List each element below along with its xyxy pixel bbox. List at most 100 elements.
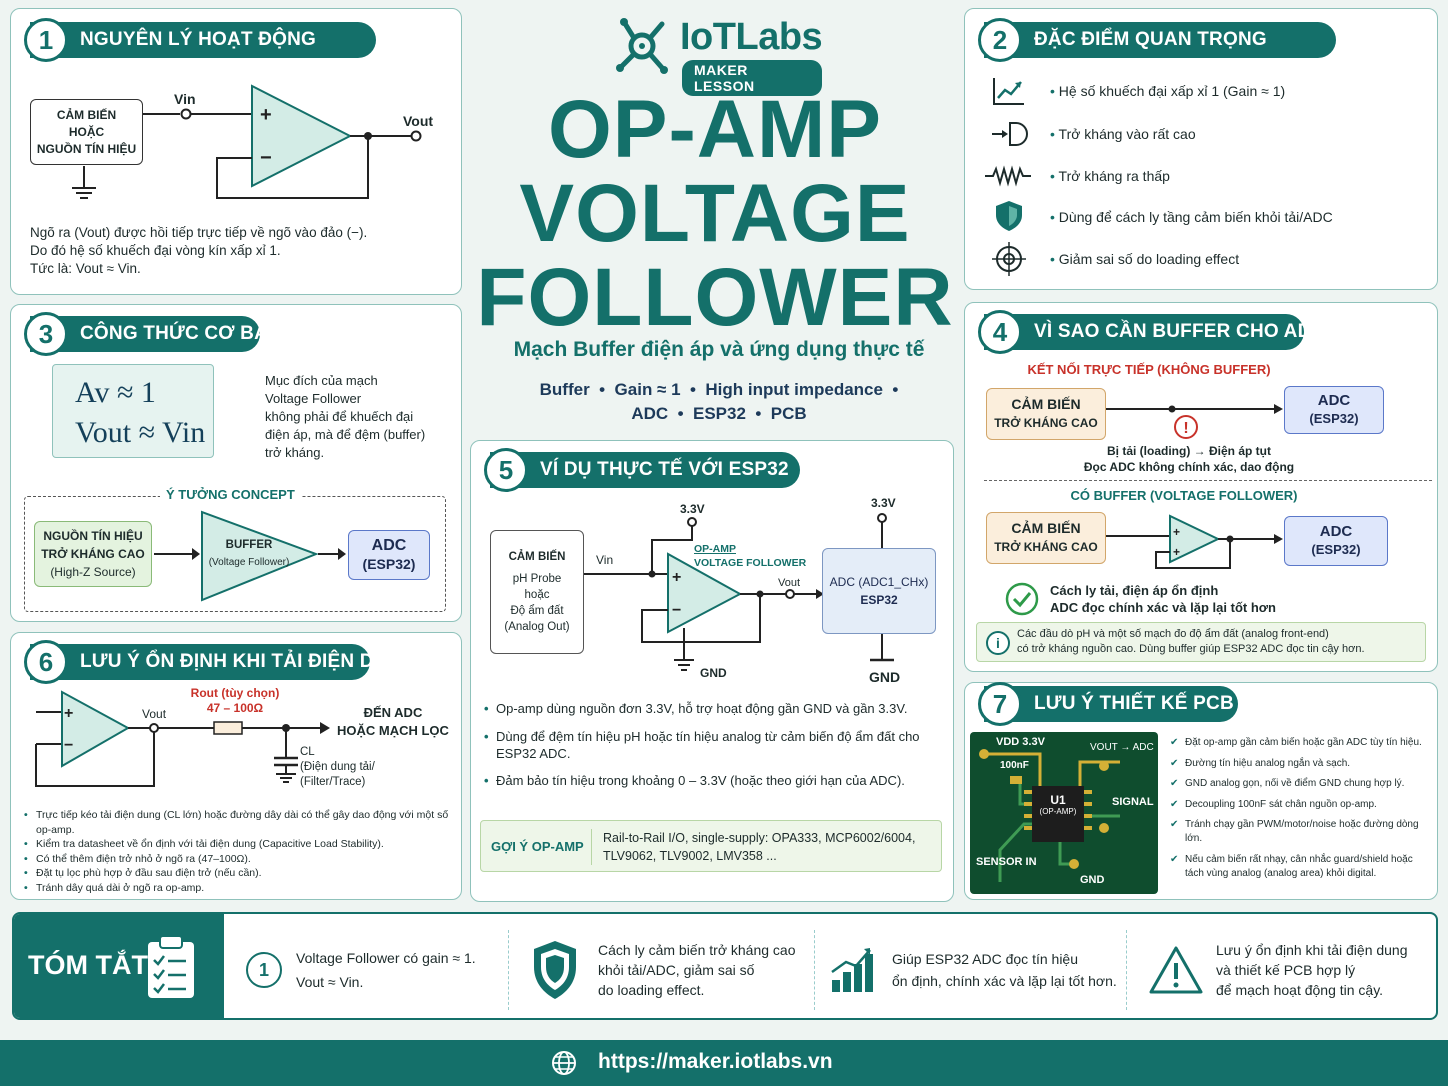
source-line: CẢM BIẾN bbox=[56, 107, 117, 122]
desc-line: không phải để khuếch đại bbox=[265, 409, 414, 424]
info-text: Các đầu dò pH và một số mạch đo độ ẩm đấ… bbox=[1017, 627, 1365, 657]
adc-line: ADC (ADC1_CHx) bbox=[829, 575, 929, 589]
sensor-line: pH Probe bbox=[512, 573, 562, 585]
concept-source-box: NGUỒN TÍN HIỆU TRỞ KHÁNG CAO (High-Z Sou… bbox=[34, 521, 152, 587]
warn-line: Đọc ADC không chính xác, dao động bbox=[1083, 460, 1295, 474]
rout-line: 47 – 100Ω bbox=[206, 701, 264, 715]
source-line: NGUỒN TÍN HIỆU bbox=[36, 141, 137, 156]
growth-chart-icon bbox=[831, 948, 873, 992]
bullet-item: Op-amp dùng nguồn đơn 3.3V, hỗ trợ hoạt … bbox=[482, 700, 942, 717]
opamp-label-line: OP-AMP bbox=[694, 543, 736, 555]
bullet-item: Trực tiếp kéo tải điện dung (CL lớn) hoặ… bbox=[22, 808, 452, 837]
feature-item: Dùng để cách ly tầng cảm biến khỏi tải/A… bbox=[1050, 209, 1333, 225]
chip-line: (OP-AMP) bbox=[1039, 807, 1077, 816]
feature-item: Trở kháng ra thấp bbox=[1050, 168, 1170, 184]
pcb-vout-label: VOUT → ADC bbox=[1090, 742, 1154, 753]
adc-line: ADC bbox=[1319, 523, 1353, 540]
sensor-line: hoặc bbox=[524, 589, 550, 601]
section-title: VÌ SAO CẦN BUFFER CHO ADC bbox=[1034, 321, 1326, 342]
concept-adc-box: ADC (ESP32) bbox=[348, 530, 430, 580]
check-item: Nếu cảm biến rất nhạy, cân nhắc guard/sh… bbox=[1170, 853, 1432, 881]
summary-line: khỏi tải/ADC, giảm sai số bbox=[598, 962, 755, 978]
s1-circuit: + − bbox=[72, 84, 422, 199]
s4-adc-box-direct: ADC (ESP32) bbox=[1284, 386, 1384, 434]
suggest-line: TLV9062, TLV9002, LMV358 ... bbox=[603, 849, 777, 863]
src-line: NGUỒN TÍN HIỆU bbox=[43, 529, 143, 543]
main-title: OP-AMP VOLTAGE FOLLOWER bbox=[470, 88, 960, 340]
vout-label: Vout bbox=[403, 113, 434, 129]
footer-url[interactable]: https://maker.iotlabs.vn bbox=[598, 1050, 833, 1073]
summary-line: Giúp ESP32 ADC đọc tín hiệu bbox=[892, 951, 1078, 967]
to-adc-line: ĐẾN ADC bbox=[363, 705, 423, 720]
buffer-triangle bbox=[201, 510, 319, 602]
minus-sign: − bbox=[260, 147, 272, 169]
svg-text:−: − bbox=[672, 602, 681, 619]
svg-text:+: + bbox=[1173, 545, 1180, 559]
desc-line: trở kháng. bbox=[265, 445, 325, 460]
check-item: Đường tín hiệu analog ngắn và sạch. bbox=[1170, 757, 1432, 771]
sensor-line: (Analog Out) bbox=[504, 621, 570, 633]
pcb-board: VDD 3.3V 100nF VOUT → ADC U1 (OP-AMP) SI… bbox=[970, 732, 1158, 894]
section-title: LƯU Ý ỔN ĐỊNH KHI TẢI ĐIỆN DUNG bbox=[80, 651, 417, 672]
rout-resistor bbox=[213, 721, 243, 735]
s4-divider bbox=[984, 480, 1432, 481]
target-icon bbox=[992, 242, 1026, 276]
tags-line-2: ADC • ESP32 • PCB bbox=[631, 404, 807, 423]
summary-line: Lưu ý ổn định khi tải điện dung bbox=[1216, 942, 1408, 958]
suggest-box: GỢI Ý OP-AMP Rail-to-Rail I/O, single-su… bbox=[480, 820, 942, 872]
feature-item: Giảm sai số do loading effect bbox=[1050, 251, 1239, 267]
svg-text:i: i bbox=[996, 635, 1000, 651]
check-circle-icon bbox=[1005, 582, 1039, 616]
s4-direct-wire: ! bbox=[1106, 404, 1283, 439]
summary-separator bbox=[508, 930, 509, 1010]
section-number: 1 bbox=[24, 18, 68, 62]
section-title: CÔNG THỨC CƠ BẢN bbox=[80, 323, 282, 344]
summary-item-4: Lưu ý ổn định khi tải điện dung và thiết… bbox=[1148, 922, 1432, 1018]
svg-text:−: − bbox=[64, 737, 73, 754]
info-box: i Các đầu dò pH và một số mạch đo độ ẩm … bbox=[976, 622, 1426, 662]
desc-line: Mục đích của mạch bbox=[265, 373, 378, 388]
section-title: VÍ DỤ THỰC TẾ VỚI ESP32 bbox=[540, 459, 789, 480]
s6-vout-label: Vout bbox=[142, 707, 167, 721]
summary-line: Vout ≈ Vin. bbox=[296, 974, 364, 990]
s1-desc: Ngõ ra (Vout) được hồi tiếp trực tiếp về… bbox=[30, 224, 367, 278]
to-adc-label: ĐẾN ADC HOẶC MẠCH LỌC bbox=[337, 704, 449, 740]
feature-item: Trở kháng vào rất cao bbox=[1050, 126, 1196, 142]
bullet-item: Tránh dây quá dài ở ngõ ra op-amp. bbox=[22, 881, 452, 896]
pcb-chip-label: U1 (OP-AMP) bbox=[1032, 794, 1084, 818]
svg-text:+: + bbox=[64, 705, 73, 722]
svg-text:!: ! bbox=[1183, 420, 1188, 437]
warning-triangle-icon bbox=[1149, 946, 1203, 994]
section-5-header: 5 VÍ DỤ THỰC TẾ VỚI ESP32 bbox=[484, 448, 800, 492]
sensor-line: TRỞ KHÁNG CAO bbox=[994, 540, 1098, 554]
pcb-traces bbox=[979, 749, 1120, 882]
s5-v33-left: 3.3V bbox=[680, 502, 705, 516]
desc-line: Tức là: Vout ≈ Vin. bbox=[30, 261, 141, 276]
adc-line: ADC bbox=[1317, 392, 1351, 409]
s4-adc-box-buffered: ADC (ESP32) bbox=[1284, 516, 1388, 566]
summary-item-3: Giúp ESP32 ADC đọc tín hiệu ổn định, chí… bbox=[830, 922, 1126, 1018]
s3-desc: Mục đích của mạch Voltage Follower không… bbox=[265, 372, 425, 462]
desc-line: điện áp, mà để đệm (buffer) bbox=[265, 427, 426, 442]
summary-text: Lưu ý ổn định khi tải điện dung và thiết… bbox=[1216, 940, 1408, 1000]
s5-adc-wires bbox=[870, 513, 894, 662]
s5-vin-label: Vin bbox=[596, 553, 614, 567]
warn-line: Bị tải (loading) → Điện áp tụt bbox=[1107, 444, 1271, 458]
summary-line: Voltage Follower có gain ≈ 1. bbox=[296, 950, 476, 966]
plus-sign: + bbox=[260, 104, 272, 126]
info-icon: i bbox=[986, 631, 1010, 655]
info-line: Các đầu dò pH và một số mạch đo độ ẩm đấ… bbox=[1017, 628, 1329, 640]
summary-text: Giúp ESP32 ADC đọc tín hiệu ổn định, chí… bbox=[892, 948, 1117, 992]
section-number: 2 bbox=[978, 18, 1022, 62]
desc-line: Voltage Follower bbox=[265, 391, 362, 406]
summary-item-1: 1 Voltage Follower có gain ≈ 1. Vout ≈ V… bbox=[246, 922, 508, 1018]
buffer-label: CÓ BUFFER (VOLTAGE FOLLOWER) bbox=[1070, 488, 1298, 503]
concept-flow bbox=[154, 510, 346, 602]
sensor-line: CẢM BIẾN bbox=[1011, 396, 1081, 412]
section-number: 7 bbox=[978, 682, 1022, 726]
section-number: 4 bbox=[978, 310, 1022, 354]
sensor-line: Độ ẩm đất bbox=[510, 605, 564, 617]
vout-node bbox=[410, 130, 422, 142]
summary-line: Cách ly cảm biến trở kháng cao bbox=[598, 942, 796, 958]
vin-node bbox=[180, 108, 192, 120]
